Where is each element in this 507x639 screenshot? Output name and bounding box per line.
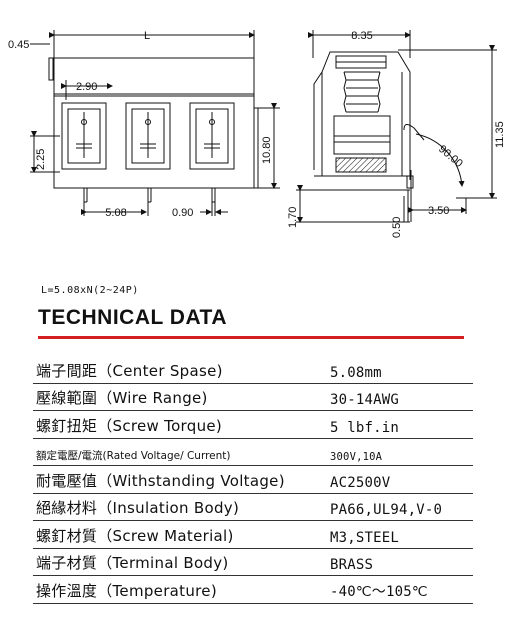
spec-value: PA66,UL94,V-0 — [330, 502, 443, 518]
spec-label: 絕緣材料（Insulation Body) — [36, 499, 240, 517]
spec-value: BRASS — [330, 557, 374, 573]
wire-entry-1 — [61, 102, 107, 170]
dim-5-08: 5.08 — [105, 207, 126, 219]
spec-label: 耐電壓值（Withstanding Voltage) — [36, 471, 285, 490]
spec-label: 螺釘扭矩（Screw Torque) — [36, 416, 223, 435]
spec-value: 30-14AWG — [330, 392, 400, 408]
table-row: 端子間距（Center Spase) 5.08mm — [33, 356, 473, 384]
side-view — [296, 30, 497, 223]
dim-3-50: 3.50 — [428, 205, 449, 217]
table-row: 螺釘扭矩（Screw Torque) 5 lbf.in — [33, 411, 473, 439]
spec-label: 操作溫度（Temperature) — [36, 581, 217, 600]
spec-label: 端子間距（Center Spase) — [36, 361, 223, 380]
section-title: TECHNICAL DATA — [38, 306, 227, 329]
spec-value: M3,STEEL — [330, 529, 400, 546]
table-row: 端子材質（Terminal Body) BRASS — [33, 549, 473, 576]
spec-value: AC2500V — [330, 474, 391, 491]
dim-0-45: 0.45 — [8, 39, 29, 51]
dim-0-50: 0.50 — [391, 217, 403, 238]
spec-value: 5.08mm — [330, 364, 382, 381]
spec-value: 5 lbf.in — [330, 419, 400, 436]
table-row: 耐電壓值（Withstanding Voltage) AC2500V — [33, 466, 473, 494]
technical-data-table: 端子間距（Center Spase) 5.08mm 壓線範圍（Wire Rang… — [33, 356, 473, 604]
spec-label: 壓線範圍（Wire Range) — [36, 389, 208, 407]
spec-value: -40℃～105℃ — [330, 583, 428, 600]
dim-11-35: 11.35 — [494, 121, 506, 148]
dim-2-25: 2.25 — [35, 149, 47, 170]
table-row: 額定電壓/電流(Rated Voltage/ Current) 300V,10A — [33, 439, 473, 466]
dim-8-35: 8.35 — [351, 30, 372, 42]
technical-drawing: L 0.45 2.90 2.25 5.08 0.90 10.80 8.35 11… — [8, 30, 506, 238]
wire-entry-2 — [125, 102, 171, 170]
dim-10-80: 10.80 — [261, 136, 273, 164]
table-row: 螺釘材質（Screw Material) M3,STEEL — [33, 521, 473, 549]
title-underline — [38, 336, 464, 339]
length-formula: L=5.08xN(2~24P) — [41, 285, 139, 296]
dim-L: L — [144, 30, 150, 42]
table-row: 操作溫度（Temperature) -40℃～105℃ — [33, 576, 473, 604]
table-row: 壓線範圍（Wire Range) 30-14AWG — [33, 384, 473, 411]
spec-label: 端子材質（Terminal Body) — [36, 554, 229, 572]
table-row: 絕緣材料（Insulation Body) PA66,UL94,V-0 — [33, 494, 473, 521]
dim-2-90: 2.90 — [76, 81, 97, 93]
spec-label: 額定電壓/電流(Rated Voltage/ Current) — [36, 450, 231, 462]
spec-value: 300V,10A — [330, 451, 383, 463]
front-view — [30, 30, 280, 216]
spec-label: 螺釘材質（Screw Material) — [36, 526, 234, 545]
dim-1-70: 1.70 — [287, 207, 299, 228]
dim-0-90: 0.90 — [172, 207, 193, 219]
wire-entry-3 — [189, 102, 235, 170]
dim-90-00: 90.00 — [436, 143, 465, 170]
